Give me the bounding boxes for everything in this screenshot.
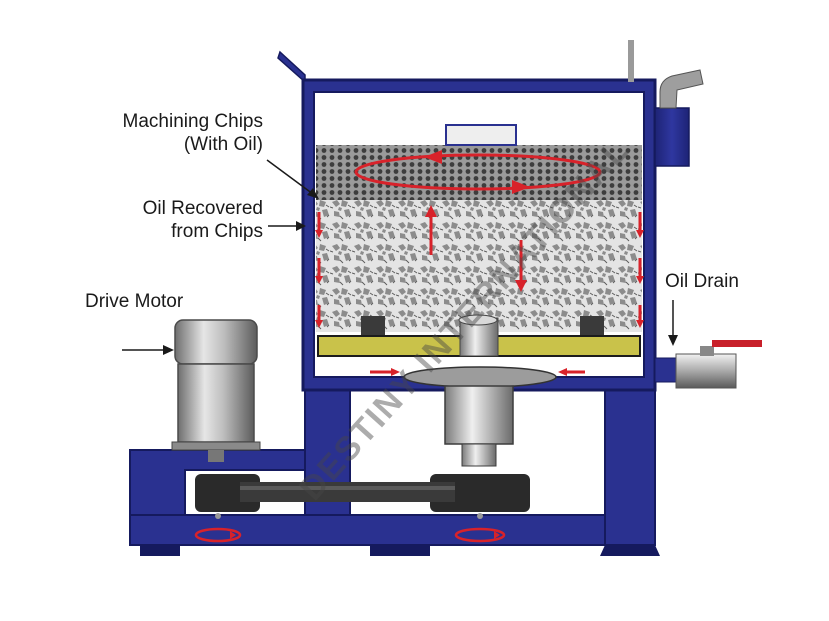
- label-machining-chips: Machining Chips (With Oil): [123, 110, 263, 156]
- rotor-assembly: [317, 314, 641, 467]
- label-machining-chips-line2: (With Oil): [183, 134, 263, 155]
- rotation-arrow-icon: [354, 153, 602, 191]
- oil-drain-assembly: [654, 69, 762, 389]
- label-drive-motor: Drive Motor: [85, 291, 184, 312]
- label-oil-drain: Oil Drain: [665, 271, 739, 292]
- chips-bed: [316, 124, 642, 336]
- rotation-arrow-icon: [194, 527, 506, 543]
- belt-drive: [195, 474, 530, 519]
- label-oil-recovered: Oil Recovered from Chips: [143, 197, 263, 243]
- label-oil-recovered-line2: from Chips: [171, 221, 263, 242]
- flow-arrow-icon: [315, 205, 644, 376]
- drive-motor: [171, 319, 261, 462]
- oil-flow-arrows: [194, 150, 644, 543]
- label-pointer-arrow-icon: [122, 159, 678, 355]
- label-oil-recovered-line1: Oil Recovered: [142, 198, 263, 219]
- label-machining-chips-line1: Machining Chips: [122, 111, 263, 132]
